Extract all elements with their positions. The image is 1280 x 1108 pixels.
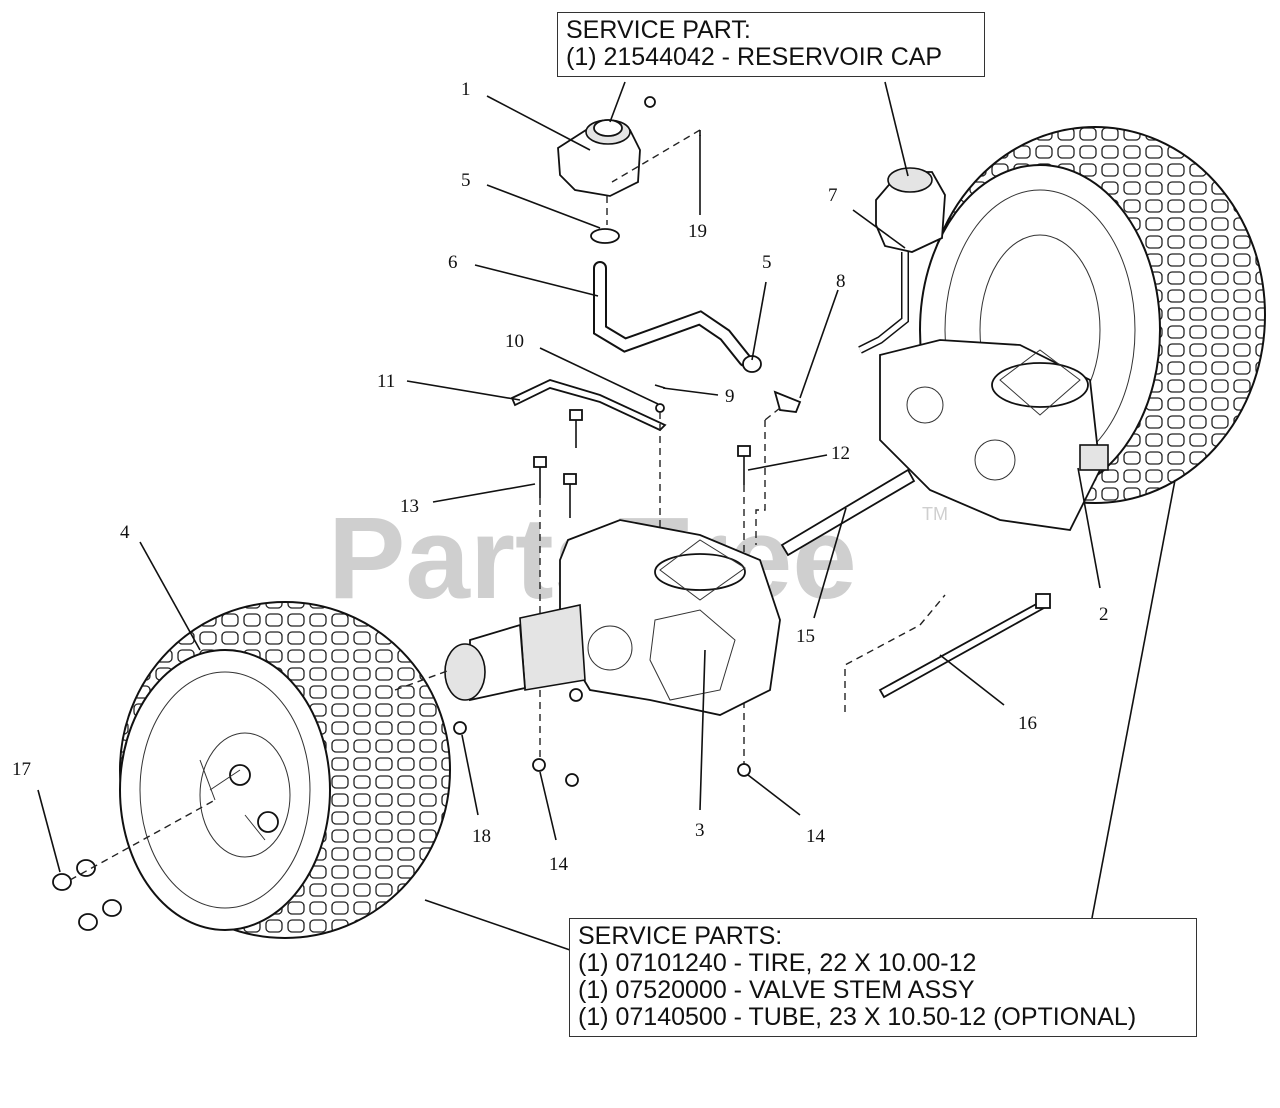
reservoir-cap-callout: SERVICE PART: (1) 21544042 - RESERVOIR C… (557, 12, 985, 77)
left-tire (119, 601, 451, 939)
watermark-tm: TM (922, 504, 948, 524)
part-number-3: 3 (695, 820, 705, 841)
part-number-9: 9 (725, 386, 735, 407)
shaft-15 (780, 468, 916, 557)
part-number-13: 13 (400, 496, 419, 517)
reservoir-1 (557, 96, 656, 225)
part-number-19: 19 (688, 221, 707, 242)
wheel-nuts (52, 799, 216, 931)
bolts (453, 409, 751, 787)
part-number-4: 4 (120, 522, 130, 543)
part-number-10: 10 (505, 331, 524, 352)
part-number-17: 17 (12, 759, 31, 780)
callout-heading: SERVICE PART: (566, 16, 751, 44)
callout-line: (1) 07140500 - TUBE, 23 X 10.50-12 (OPTI… (578, 1003, 1137, 1031)
part-number-15: 15 (796, 626, 815, 647)
callout-line: (1) 07101240 - TIRE, 22 X 10.00-12 (578, 949, 977, 977)
part-number-2: 2 (1099, 604, 1109, 625)
part-number-5b: 5 (762, 252, 772, 273)
part-number-16: 16 (1018, 713, 1037, 734)
leader-lines (37, 81, 1176, 951)
part-number-14b: 14 (806, 826, 826, 847)
transaxle-2 (879, 339, 1109, 531)
tire-callout: SERVICE PARTS: (1) 07101240 - TIRE, 22 X… (569, 918, 1197, 1037)
part-number-labels: 1 2 3 4 5 5 6 7 8 9 10 11 12 13 14 14 15… (12, 79, 1109, 875)
part-number-7: 7 (828, 185, 838, 206)
part-number-18: 18 (472, 826, 491, 847)
part-number-14a: 14 (549, 854, 569, 875)
transaxle-3 (394, 519, 781, 716)
part-number-8: 8 (836, 271, 846, 292)
part-number-6: 6 (448, 252, 458, 273)
part-number-1: 1 (461, 79, 471, 100)
part-number-5a: 5 (461, 170, 471, 191)
hose-6 (590, 228, 802, 545)
part-number-12: 12 (831, 443, 850, 464)
part-number-11: 11 (377, 371, 395, 392)
reservoir-7 (858, 167, 946, 354)
rod-16 (844, 593, 1051, 712)
callout-line: (1) 07520000 - VALVE STEM ASSY (578, 976, 975, 1004)
callout-line: (1) 21544042 - RESERVOIR CAP (566, 43, 943, 71)
callout-heading: SERVICE PARTS: (578, 922, 783, 950)
